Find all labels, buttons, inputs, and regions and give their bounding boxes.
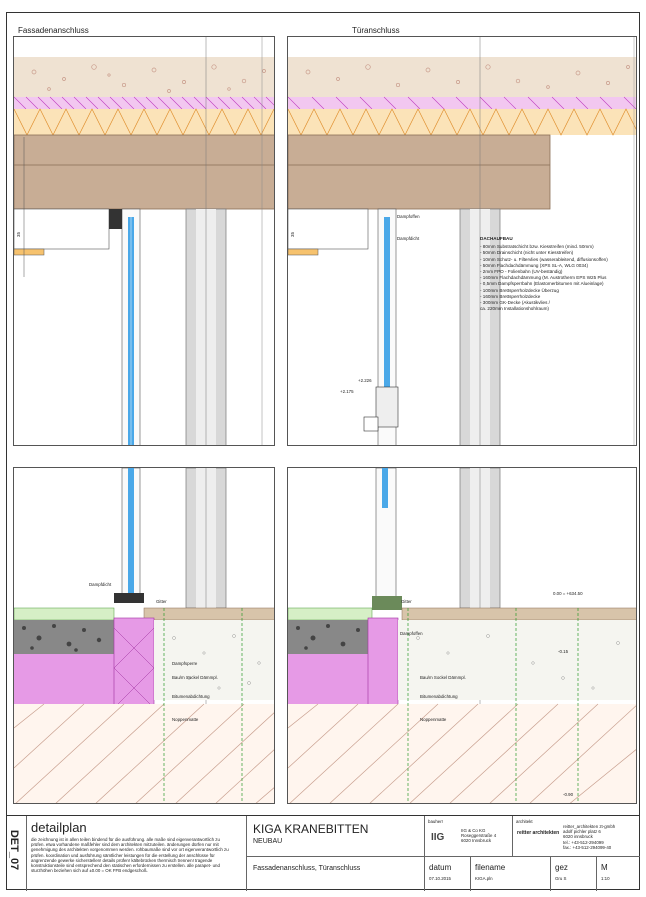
bauherr-address: IIG & Co KG Roseggerstraße 4 6020 Innsbr… [461,828,496,844]
label-dampfoffen: Dampfoffen [400,631,423,636]
section-drawing [288,37,636,445]
title-block: DET_07 detailplan die zeichnung ist in a… [6,815,640,891]
roof-note-item: - 100mm Brettsperrholzdecke Überzug [480,287,559,293]
label-sockel: Bau/m Sockel Dämmpl. [420,675,466,680]
sheet-number: DET_07 [8,820,22,886]
address-line: Roseggerstraße 4 [461,833,497,839]
bauherr-label: bauherr [428,819,444,824]
detail-panel-bottom-left: Dampfdicht Gitter Dampfsperre Bau/m Sock… [13,467,275,804]
address-line: tel.: +43-512-294099 [563,839,604,845]
label-noppen: Noppenmatte [172,717,199,722]
roof-note-item: - 160mm Brettsperrholzdecke [480,293,541,299]
bauherr-logo: IIG [431,832,445,843]
label-dampfoffen: Dampfoffen [397,214,420,219]
plan-info-cell: detailplan die zeichnung ist in allen te… [26,816,246,891]
label-sockel: Bau/m Sockel Dämmpl. [172,675,218,680]
project-name: KIGA KRANEBITTEN [253,822,369,836]
address-line: adolf pichler platz 6 [563,829,601,835]
level-label: -0.15 [558,649,569,654]
gez-cell: gez Gru S [550,856,596,891]
datum-value: 07.10.2015 [429,876,451,881]
address-line: IIG & Co KG [461,828,486,833]
roof-note-item: - 10mm Schutz- u. Filtervlies (wasserabl… [480,256,608,262]
content-cell: Fassadenanschluss, Türanschluss [246,856,424,891]
section-drawing [14,37,274,445]
project-subtitle: NEUBAU [253,838,283,845]
address-line: 6020 innsbruck [563,834,593,840]
label-dampfsperre: Dampfsperre [172,661,198,666]
bauherr-cell: bauherr IIG IIG & Co KG Roseggerstraße 4… [424,816,512,856]
filename-label: filename [475,863,506,872]
roof-note-item: - 50mm Drainschicht (nicht unter Kiesstr… [480,250,574,256]
dimension-label: 35 [289,232,295,237]
notes-list: - 80mm Substratschicht bzw. Kiesstreifen… [480,244,630,312]
title-fassadenanschluss: Fassadenanschluss [18,26,89,35]
label-noppen: Noppenmatte [420,717,447,722]
filename-value: KIGA.pln [475,876,493,881]
notes-heading: DACHAUFBAU [480,236,513,241]
detail-panel-top-left: 35 [13,36,275,446]
project-cell: KIGA KRANEBITTEN NEUBAU [246,816,424,856]
drawing-sheet [6,12,640,890]
filename-cell: filename KIGA.pln [470,856,550,891]
label-bitumen: Bitumenabdichtung [420,694,458,699]
scale-cell: M 1:10 [596,856,640,891]
roof-note-item: ca. 220mm Installationshohlraum) [480,306,549,312]
label-gitter: Gitter [401,599,412,604]
architekt-label: architekt [516,819,533,824]
scale-label: M [601,863,608,872]
plan-content: Fassadenanschluss, Türanschluss [253,865,361,872]
address-line: 6020 Innsbruck [461,838,492,844]
detail-panel-top-right: Dampfoffen Dampfdicht +2.226 +2.175 35 [287,36,637,446]
address-line: fax.: +43-512-294099-40 [563,844,612,850]
architekt-cell: architekt reitter architekten reitter_ar… [512,816,640,856]
datum-label: datum [429,863,452,872]
detail-panel-bottom-right: Gitter 0.00 = +634.50 -0.15 Dampfoffen B… [287,467,637,804]
gez-label: gez [555,863,568,872]
level-label: 0.00 = +634.50 [553,591,583,596]
roof-note-item: - 160mm Flachdachdämmung (M. Austrotherm… [480,275,607,281]
label-gitter: Gitter [156,599,167,604]
roof-note-item: - 2mm FPO - Folienbahn (UV-beständig) [480,269,563,275]
section-drawing [288,468,636,803]
address-line: reitter_architekten zt-gmbh [563,824,616,829]
title-tueranschluss: Türanschluss [352,26,400,35]
sheet-id: DET_07 [8,829,21,871]
gez-value: Gru S [555,876,567,881]
plan-type: detailplan [31,820,87,835]
dimension-label: 35 [15,232,21,237]
datum-cell: datum 07.10.2015 [424,856,470,891]
level-label: +2.175 [340,389,354,394]
label-dampfdicht: Dampfdicht [397,236,420,241]
label-dampfdicht: Dampfdicht [89,582,112,587]
label-bitumen: Bitumenabdichtung [172,694,210,699]
scale-value: 1:10 [601,876,610,881]
disclaimer-text: die zeichnung ist in allen teilen binden… [31,837,229,874]
roof-build-up-notes: DACHAUFBAU - 80mm Substratschicht bzw. K… [480,236,630,312]
roof-note-item: - 300mm GK-Decke (Akustikvlies / [480,300,550,306]
roof-note-item: - 0,5mm Dampfsperrbahn (Elastomerbitumen… [480,281,604,287]
roof-note-item: - 50mm Flachdachdämmung (XPS SL-A, WLG 0… [480,262,588,268]
level-label: -0.90 [563,792,574,797]
architekt-logo: reitter architekten [517,830,560,836]
section-drawing [14,468,274,803]
architekt-address: reitter_architekten zt-gmbh adolf pichle… [563,824,615,850]
roof-note-item: - 80mm Substratschicht bzw. Kiesstreifen… [480,244,594,250]
level-label: +2.226 [358,378,372,383]
